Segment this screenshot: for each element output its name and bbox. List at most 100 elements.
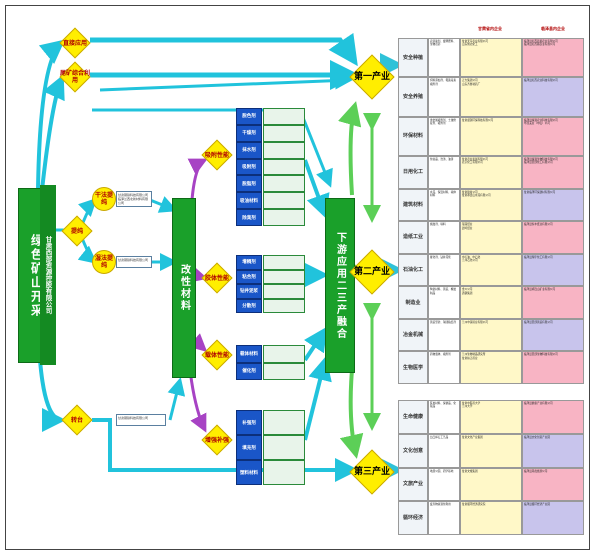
diagram-frame: [5, 5, 590, 550]
property-item: 干燥剂: [236, 124, 262, 142]
wet-company-box: 甘肃钢铁科技有限公司: [116, 256, 152, 268]
property-item: 载体材料: [236, 345, 262, 363]
table-row-province-enterprises: 正大集团公司 山东齐鲁制药厂: [460, 77, 522, 117]
property-diamond-0: 吸附性能: [201, 139, 233, 171]
property-item: 钻井泥浆: [236, 284, 262, 299]
table-row-county-enterprises: 临泽县文化创意产业园: [522, 433, 584, 468]
property-item-application: [263, 209, 305, 226]
property-item-application: [263, 345, 305, 363]
company-strip: 甘肃西部资源控股有限公司: [40, 185, 56, 365]
table-row-desc: 农药助剂、缓释肥料、生物农药: [428, 38, 460, 78]
property-item: 补强剂: [236, 410, 262, 435]
property-item-application: [263, 269, 305, 284]
table-row-label: 日用化工: [398, 156, 428, 189]
property-item: 催化剂: [236, 362, 262, 380]
table-row-province-enterprises: 瑞丽纸业 晨鸣纸业: [460, 221, 522, 254]
table-row-desc: 水泥、保温材料、墙体材料: [428, 188, 460, 222]
arrow-transfer-to-modified: [167, 377, 186, 421]
property-item-application: [263, 141, 305, 159]
purify-label: 提纯: [70, 227, 83, 235]
arrow-to-direct: [36, 39, 66, 191]
arrow-tailings-to-primary-2: [99, 71, 353, 92]
table-row-county-enterprises: 临泽县循环经济产业园: [522, 501, 584, 535]
dry-purify-label: 干法提纯: [94, 192, 113, 206]
arrow-dry-to-modified: [149, 196, 178, 213]
property-item: 塑料材料: [236, 460, 262, 485]
industry-tertiary-label: 第三产业: [353, 467, 390, 477]
table-row-province-enterprises: 甘肃建材公司 甘肃祁连山水泥有限公司: [460, 188, 522, 222]
table-row-label: 环保材料: [398, 116, 428, 156]
arrow-direct-to-primary: [90, 32, 358, 67]
table-row-desc: 凹凸棒石工艺品: [428, 433, 460, 468]
dry-purify-node: 干法提纯: [92, 187, 116, 211]
table-row-county-enterprises: 甘肃临泽环保建材有限公司: [522, 188, 584, 222]
wet-purify-label: 湿法提纯: [94, 255, 113, 269]
property-diamond-3: 增强补强: [201, 424, 233, 456]
arrow-carrier-to-down: [303, 326, 328, 362]
downstream-block: 下游应用二三产融合: [325, 198, 355, 373]
industry-secondary-label: 第二产业: [353, 267, 390, 277]
arrow-down-to-tertiary: [339, 369, 364, 459]
arrow-to-transfer: [38, 359, 66, 432]
table-row-province-enterprises: 甘肃天马农业有限公司 山东鲁北化工: [460, 38, 522, 78]
property-title-1: 胶体性能: [204, 274, 229, 282]
table-row-province-enterprises: 甘肃文化产业集团: [460, 433, 522, 468]
table-row-label: 造纸工业: [398, 221, 428, 254]
table-row-desc: 医用材料、保健品、化妆品: [428, 400, 460, 434]
table-row-province-enterprises: 甘肃盛源环保科技有限公司: [460, 116, 522, 156]
table-row-province-enterprises: 甘肃文旅集团: [460, 467, 522, 502]
arrow-adsorption-to-down: [303, 159, 330, 219]
property-title-2: 载体性能: [204, 351, 229, 359]
industry-tertiary-node: 第三产业: [349, 449, 395, 495]
wet-purify-node: 湿法提纯: [92, 250, 116, 274]
property-item-application: [263, 255, 305, 270]
table-row-desc: 铸造型砂、球团粘结剂: [428, 318, 460, 352]
table-row-desc: 废弃物资源化利用: [428, 501, 460, 535]
arrow-transfer-to-tertiary: [92, 418, 359, 482]
property-item-application: [263, 175, 305, 193]
property-title-3: 增强补强: [204, 436, 229, 444]
table-row-province-enterprises: 甘肃中医药大学 兰州大学: [460, 400, 522, 434]
property-item-application: [263, 124, 305, 142]
table-row-label: 生命健康: [398, 400, 428, 434]
property-title-0: 吸附性能: [204, 151, 229, 159]
transfer-node: 转台: [61, 404, 93, 436]
industry-secondary-node: 第二产业: [349, 249, 395, 295]
direct-use-label: 直接应用: [62, 39, 87, 47]
table-row-province-enterprises: 兰州中铁铸业有限公司: [460, 318, 522, 352]
table-row-label: 文旅产业: [398, 467, 428, 502]
table-row-label: 循环经济: [398, 501, 428, 535]
property-item: 脱脂剂: [236, 175, 262, 193]
industry-primary-label: 第一产业: [353, 72, 390, 82]
table-row-county-enterprises: 临泽县西部铸造有限公司: [522, 318, 584, 352]
property-diamond-1: 胶体性能: [201, 262, 233, 294]
table-row-province-enterprises: 金川公司 酒钢集团: [460, 286, 522, 319]
table-row-desc: 施胶剂、填料: [428, 221, 460, 254]
transfer-company-box: 甘肃钢铁科技有限公司: [116, 414, 166, 426]
property-item: 粘合剂: [236, 269, 262, 284]
arrow-to-tailings: [40, 74, 65, 191]
table-row-county-enterprises: 临泽县绿源生物科技有限公司 临泽县西部化工有限公司: [522, 156, 584, 189]
table-row-label: 制造业: [398, 286, 428, 319]
property-diamond-2: 载体性能: [201, 339, 233, 371]
table-row-label: 生物医学: [398, 351, 428, 384]
property-item-application: [263, 410, 305, 435]
table-row-label: 安全种植: [398, 38, 428, 78]
property-item-application: [263, 158, 305, 176]
table-row-label: 文化创意: [398, 433, 428, 468]
table-row-province-enterprises: 甘肃农业发展有限公司 北京化工有限公司: [460, 156, 522, 189]
table-row-desc: 化妆品、洗涤、油漆: [428, 156, 460, 189]
arrow-down-to-primary: [338, 101, 362, 196]
arrow-reinforce-to-down: [303, 356, 332, 441]
table-header-province: 甘肃省内企业: [478, 26, 502, 31]
table-row-label: 石油化工: [398, 253, 428, 287]
modified-material-label: 改性材料: [178, 264, 190, 312]
table-row-desc: 药物载体、吸附剂: [428, 351, 460, 384]
table-row-county-enterprises: 临泽县恒丰纸业有限公司: [522, 221, 584, 254]
company-name: 甘肃西部资源控股有限公司: [44, 236, 52, 314]
property-item-application: [263, 460, 305, 485]
property-item-application: [263, 298, 305, 313]
table-row-county-enterprises: 临泽县丹霞旅游公司: [522, 467, 584, 502]
